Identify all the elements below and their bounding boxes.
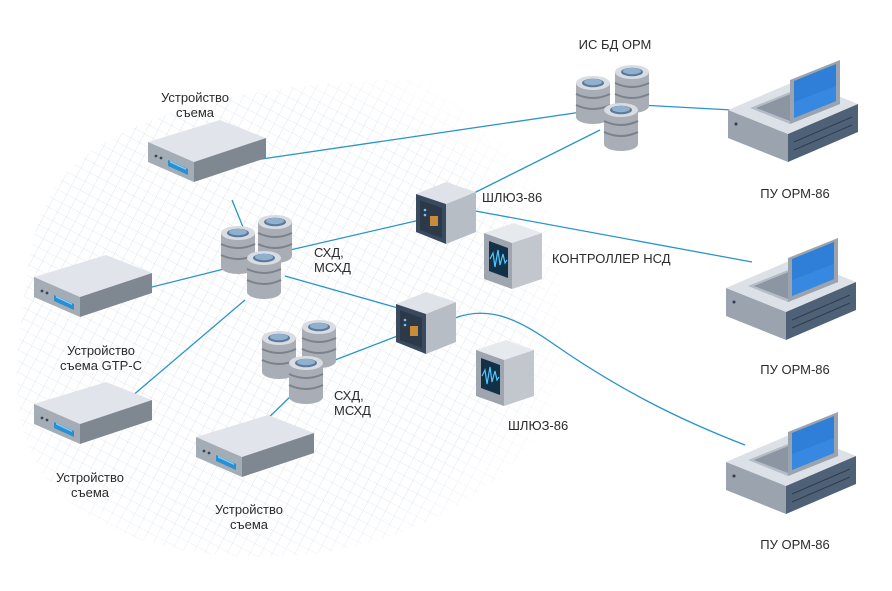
label-storage-1: СХД, МСХД	[314, 245, 351, 275]
link-cap-top-to-db	[254, 109, 596, 161]
label-workstation-3: ПУ ОРМ-86	[760, 537, 830, 552]
label-capture-bottom-mid: Устройство съема	[214, 502, 283, 532]
label-capture-bottom-left: Устройство съема	[55, 470, 124, 500]
link-storage1-to-gateway1	[289, 219, 421, 251]
gateway-1-icon	[416, 182, 476, 244]
link-storage1-to-gateway2	[284, 275, 406, 311]
gateway-2-monitor-icon	[475, 339, 535, 407]
workstation-2-icon	[725, 237, 857, 341]
controller-nsd-icon	[483, 222, 543, 290]
label-workstation-2: ПУ ОРМ-86	[760, 362, 830, 377]
link-gateway1-to-pu2	[469, 209, 753, 263]
gateway-2-icon	[396, 292, 456, 354]
label-workstation-1: ПУ ОРМ-86	[760, 186, 830, 201]
database-is-icon	[575, 64, 650, 152]
label-storage-2: СХД, МСХД	[334, 388, 371, 418]
link-gateway2-to-pu3	[454, 312, 746, 446]
link-storage2-to-gateway2	[334, 334, 401, 361]
link-capbl-to-storage1	[117, 299, 246, 409]
workstation-3-icon	[725, 411, 857, 515]
link-db-to-pu1	[639, 104, 733, 111]
label-capture-top: Устройство съема	[160, 90, 229, 120]
label-database-is: ИС БД ОРМ	[578, 37, 652, 52]
workstation-1-icon	[727, 59, 859, 163]
label-controller-nsd: КОНТРОЛЛЕР НСД	[552, 251, 671, 266]
label-gateway-2: ШЛЮЗ-86	[508, 418, 569, 433]
label-capture-gtp: Устройство съема GTP-C	[59, 343, 143, 373]
link-gateway1-to-db	[469, 129, 601, 196]
label-gateway-1: ШЛЮЗ-86	[482, 190, 543, 205]
